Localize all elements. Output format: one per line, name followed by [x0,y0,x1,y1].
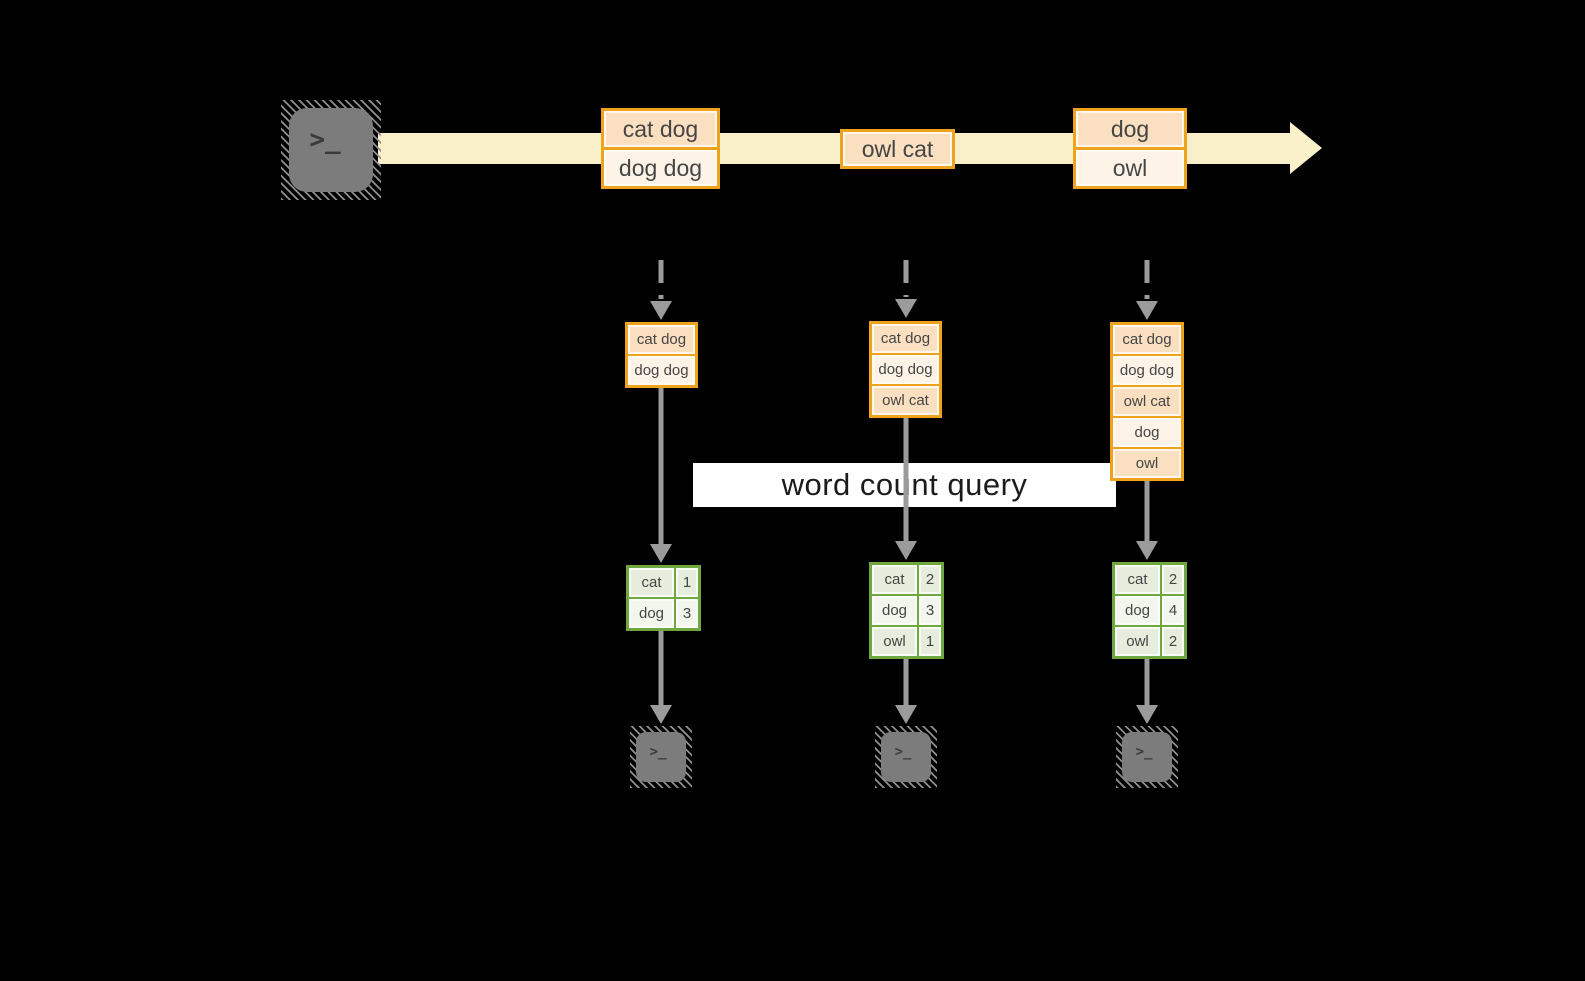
event-cell: owl cat [843,132,952,166]
state-cell: cat dog [628,325,695,354]
state-cell: owl [1113,449,1181,478]
state-cell: cat dog [872,324,939,353]
sink-terminal-2: >_ [875,726,937,788]
word-cell: owl [1115,627,1160,656]
source-terminal: >_ [281,100,381,200]
word-cell: dog [629,599,674,628]
word-cell: cat [1115,565,1160,594]
sink-terminal-1: >_ [630,726,692,788]
terminal-prompt-glyph: >_ [309,125,341,155]
terminal-icon: >_ [636,732,686,782]
state-to-table-arrowhead-1 [650,544,672,563]
table-to-sink-arrowhead-3 [1136,705,1158,724]
table-to-sink-arrowhead-1 [650,705,672,724]
word-cell: owl [872,627,917,656]
state-to-table-arrowhead-3 [1136,541,1158,560]
table-to-sink-arrowhead-2 [895,705,917,724]
event-cell: owl [1076,150,1184,186]
count-cell: 2 [1162,627,1184,656]
state-box-3: cat dog dog dog owl cat dog owl [1110,322,1184,481]
state-cell: dog dog [628,356,695,385]
count-cell: 2 [919,565,941,594]
event-cell: cat dog [604,111,717,147]
state-cell: dog dog [1113,356,1181,385]
terminal-prompt-glyph: >_ [1135,744,1153,760]
timeline-event-box-3: dog owl [1073,108,1187,189]
count-table-1: cat 1 dog 3 [626,565,701,631]
timeline-event-box-2: owl cat [840,129,955,169]
state-cell: dog [1113,418,1181,447]
terminal-icon: >_ [1122,732,1172,782]
count-cell: 1 [919,627,941,656]
state-cell: dog dog [872,355,939,384]
dashed-arrowhead-3 [1136,301,1158,320]
terminal-icon: >_ [881,732,931,782]
word-cell: cat [629,568,674,597]
state-to-table-arrowhead-2 [895,541,917,560]
terminal-prompt-glyph: >_ [649,744,667,760]
terminal-prompt-glyph: >_ [894,744,912,760]
dashed-arrowhead-2 [895,299,917,318]
word-cell: dog [1115,596,1160,625]
count-cell: 1 [676,568,698,597]
timeline-event-box-1: cat dog dog dog [601,108,720,189]
count-table-2: cat 2 dog 3 owl 1 [869,562,944,659]
count-cell: 3 [919,596,941,625]
state-cell: owl cat [872,386,939,415]
count-cell: 3 [676,599,698,628]
event-cell: dog [1076,111,1184,147]
dashed-arrowhead-1 [650,301,672,320]
count-cell: 4 [1162,596,1184,625]
state-cell: owl cat [1113,387,1181,416]
state-cell: cat dog [1113,325,1181,354]
word-cell: cat [872,565,917,594]
state-box-2: cat dog dog dog owl cat [869,321,942,418]
event-cell: dog dog [604,150,717,186]
terminal-icon: >_ [289,108,373,192]
word-cell: dog [872,596,917,625]
count-table-3: cat 2 dog 4 owl 2 [1112,562,1187,659]
sink-terminal-3: >_ [1116,726,1178,788]
count-cell: 2 [1162,565,1184,594]
state-box-1: cat dog dog dog [625,322,698,388]
